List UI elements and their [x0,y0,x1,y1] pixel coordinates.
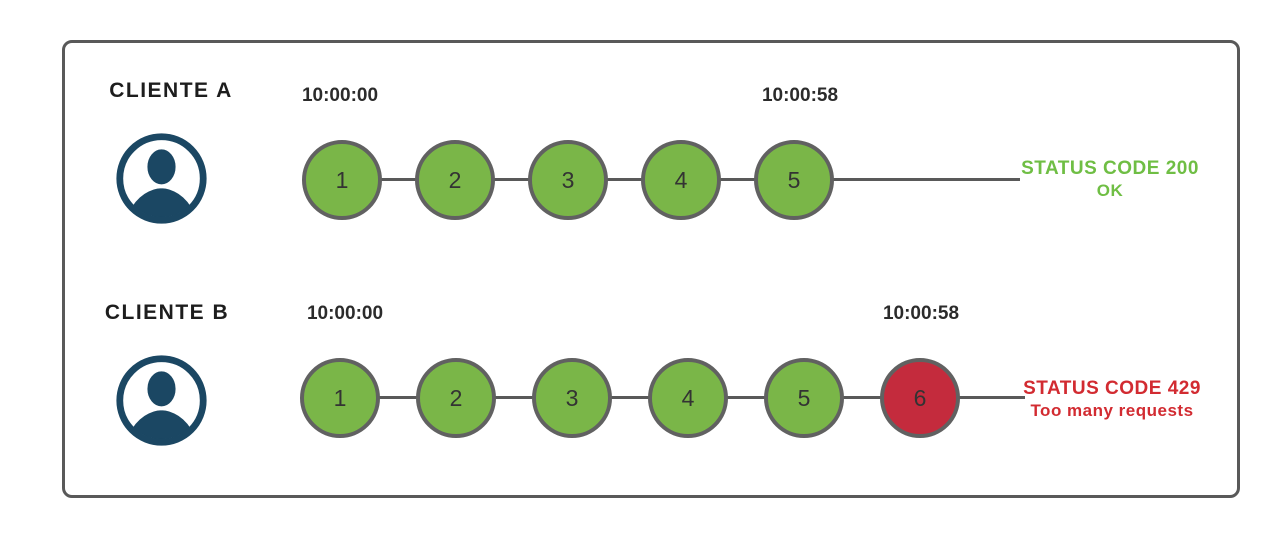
request-node: 2 [415,140,495,220]
client-b-end-time: 10:00:58 [882,303,960,324]
status-detail-text: OK [1096,180,1124,200]
user-avatar-icon [116,133,207,224]
request-node: 3 [528,140,608,220]
client-a-start-time: 10:00:00 [301,85,379,106]
client-a-label: CLIENTE A [109,79,233,102]
client-a-status: STATUS CODE 200 OK [1020,158,1200,201]
request-node: 2 [416,358,496,438]
client-b-avatar [113,352,210,449]
diagram-frame [62,40,1240,498]
client-b-status: STATUS CODE 429 Too many requests [1022,378,1202,421]
status-detail-text: Too many requests [1030,400,1194,420]
status-code-text: STATUS CODE 200 [1021,158,1199,179]
client-a-end-time: 10:00:58 [761,85,839,106]
client-b-start-time: 10:00:00 [306,303,384,324]
request-node: 3 [532,358,612,438]
request-node: 5 [754,140,834,220]
request-node-blocked: 6 [880,358,960,438]
client-b-label: CLIENTE B [104,301,230,324]
request-node: 1 [300,358,380,438]
status-code-text: STATUS CODE 429 [1023,378,1201,399]
request-node: 4 [648,358,728,438]
request-node: 5 [764,358,844,438]
request-node: 1 [302,140,382,220]
request-node: 4 [641,140,721,220]
user-avatar-icon [116,355,207,446]
client-a-avatar [113,130,210,227]
